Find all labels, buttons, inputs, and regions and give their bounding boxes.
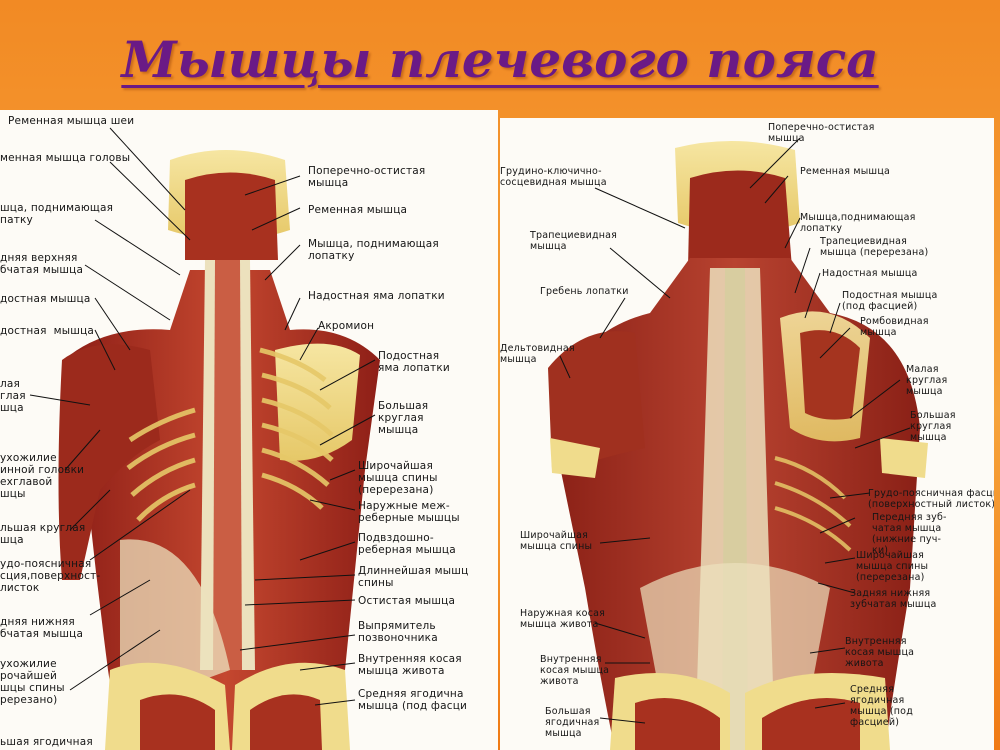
label-triceps-long-head-tendon: ухожилие инной головки ехглавой шцы xyxy=(0,452,85,500)
label-splenius-cervicis: Ременная мышца шеи xyxy=(8,115,135,127)
label-r-gluteus-maximus: Большая ягодичная мышца xyxy=(545,706,600,739)
label-r-serratus-anterior: Передняя зуб- чатая мышца (нижние пуч- к… xyxy=(872,512,947,556)
label-r-teres-major: Большая круглая мышца xyxy=(910,410,956,443)
right-anatomy-panel: Поперечно-остистая мышца Грудино-ключичн… xyxy=(500,118,994,750)
label-r-internal-oblique-left: Внутренняя косая мышца живота xyxy=(540,654,610,687)
label-thoracolumbar-fascia: удо-поясничная сция,поверхност- листок xyxy=(0,558,101,594)
label-iliocostalis: Подвздошно- реберная мышца xyxy=(358,532,456,556)
label-r-external-oblique: Наружная косая мышца живота xyxy=(520,608,606,630)
label-transversospinalis: Поперечно-остистая мышца xyxy=(308,165,426,189)
label-internal-oblique: Внутренняя косая мышца живота xyxy=(358,653,462,677)
label-r-gluteus-medius: Средняя ягодичная мышца (под фасцией) xyxy=(850,684,913,728)
label-teres-major: льшая круглая шца xyxy=(0,522,86,546)
label-latissimus-tendon: ухожилие рочайшей шцы спины ререзано) xyxy=(0,658,65,706)
label-latissimus-cut: Широчайшая мышца спины (перерезана) xyxy=(358,460,438,496)
label-r-teres-minor: Малая круглая мышца xyxy=(906,364,948,397)
label-r-infraspinatus: Подостная мышца (под фасцией) xyxy=(842,290,938,312)
label-infraspinous-fossa: Подостная яма лопатки xyxy=(378,350,450,374)
label-supraspinous-fossa: Надостная яма лопатки xyxy=(308,290,445,302)
left-anatomy-panel: Ременная мышца шеи менная мышца головы ш… xyxy=(0,110,498,750)
label-r-transversospinalis: Поперечно-остистая мышца xyxy=(768,122,875,144)
label-r-scapular-spine: Гребень лопатки xyxy=(540,286,629,297)
left-back-muscles-illustration xyxy=(29,127,380,750)
label-levator-scapulae-right: Мышца, поднимающая лопатку xyxy=(308,238,439,262)
label-r-trapezius-cut: Трапециевидная мышца (перерезана) xyxy=(820,236,929,258)
label-r-thoracolumbar-fascia: Грудо-поясничная фасция (поверхностный л… xyxy=(868,488,994,510)
label-teres-major-right: Большая круглая мышца xyxy=(378,400,429,436)
label-teres-minor: лая глая шца xyxy=(0,378,26,414)
label-splenius-capitis: менная мышца головы xyxy=(0,152,131,164)
right-back-muscles-illustration xyxy=(548,137,928,750)
slide-title: Мышцы плечевого пояса xyxy=(121,30,879,89)
label-r-levator-scapulae: Мышца,поднимающая лопатку xyxy=(800,212,916,234)
label-gluteus-maximus: ьшая ягодичная xyxy=(0,736,93,748)
label-longissimus: Длиннейшая мышц спины xyxy=(358,565,469,589)
label-r-rhomboid: Ромбовидная мышца xyxy=(860,316,929,338)
label-infraspinatus: достная мышца xyxy=(0,325,95,337)
label-supraspinatus: достная мышца xyxy=(0,293,91,305)
label-external-intercostals: Наружные меж- реберные мышцы xyxy=(358,500,460,524)
label-r-supraspinatus: Надостная мышца xyxy=(822,268,918,279)
label-serratus-posterior-inferior: дняя нижняя бчатая мышца xyxy=(0,616,84,640)
label-r-splenius: Ременная мышца xyxy=(800,166,891,177)
label-serratus-posterior-superior: дняя верхняя бчатая мышца xyxy=(0,252,84,276)
label-r-sternocleidomastoid: Грудино-ключично- сосцевидная мышца xyxy=(500,166,607,188)
label-r-deltoid: Дельтовидная мышца xyxy=(500,343,575,365)
label-r-trapezius: Трапециевидная мышца xyxy=(530,230,618,252)
label-acromion: Акромион xyxy=(318,320,375,332)
label-splenius: Ременная мышца xyxy=(308,204,408,216)
label-r-latissimus: Широчайшая мышца спины xyxy=(520,530,593,552)
label-r-serratus-posterior-inferior: Задняя нижняя зубчатая мышца xyxy=(850,588,937,610)
label-levator-scapulae: шца, поднимающая патку xyxy=(0,202,114,226)
label-r-internal-oblique-right: Внутренняя косая мышца живота xyxy=(845,636,915,669)
label-spinalis: Остистая мышца xyxy=(358,595,456,607)
label-r-latissimus-cut: Широчайшая мышца спины (перерезана) xyxy=(856,550,929,583)
label-erector-spinae: Выпрямитель позвоночника xyxy=(358,620,438,644)
label-gluteus-medius: Средняя ягодична мышца (под фасци xyxy=(358,688,468,712)
